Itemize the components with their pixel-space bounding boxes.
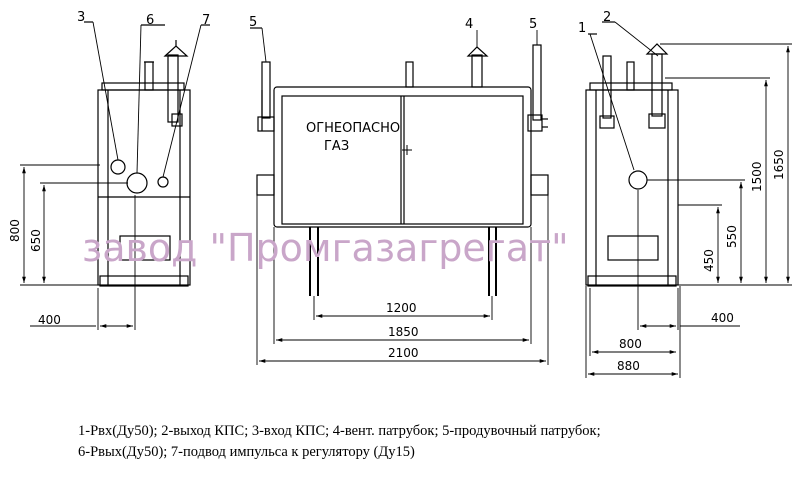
dim-650: 650 <box>29 229 43 252</box>
door-label-line2: ГАЗ <box>324 139 349 154</box>
watermark-text: завод "Промгазагрегат" <box>82 226 569 270</box>
left-dimensions <box>20 164 136 330</box>
dim-1200: 1200 <box>386 301 417 315</box>
left-nozzle <box>256 174 275 196</box>
callout-6: 6 <box>146 13 154 28</box>
legend-caption: 1-Рвх(Ду50); 2-выход КПС; 3-вход КПС; 4-… <box>78 421 778 463</box>
dim-800-right: 800 <box>619 337 642 351</box>
callout-2: 2 <box>603 10 611 25</box>
inlet-kps-port <box>110 159 126 175</box>
impulse-port <box>157 176 169 188</box>
dim-2100: 2100 <box>388 346 419 360</box>
dim-400-left: 400 <box>38 313 61 327</box>
vent-pipe-left <box>167 54 179 123</box>
dim-1500: 1500 <box>750 161 764 192</box>
callout-3: 3 <box>77 10 85 25</box>
dim-550: 550 <box>725 225 739 248</box>
kps-outlet-pipe <box>651 53 663 117</box>
dim-880: 880 <box>617 359 640 373</box>
front-dimensions <box>256 195 549 365</box>
legend-line-2: 6-Рвых(Ду50); 7-подвод импульса к регуля… <box>78 444 415 460</box>
purge-pipe-right <box>532 44 542 121</box>
dim-1650: 1650 <box>772 149 786 180</box>
right-dimensions <box>585 43 792 378</box>
dim-400-right: 400 <box>711 311 734 325</box>
purge-pipe-left <box>261 61 271 119</box>
vent-pipe-front <box>471 54 483 88</box>
right-side-view <box>585 43 679 287</box>
door-label-line1: ОГНЕОПАСНО <box>306 121 400 136</box>
legend-line-1: 1-Рвх(Ду50); 2-выход КПС; 3-вход КПС; 4-… <box>78 423 601 439</box>
left-roof <box>101 82 185 91</box>
cabinet-doors <box>281 95 524 225</box>
callout-4: 4 <box>465 17 473 32</box>
front-cabinet-body <box>273 86 532 228</box>
inlet-p-port <box>628 170 648 190</box>
left-base-window <box>119 235 171 261</box>
callout-1: 1 <box>578 21 586 36</box>
left-side-view <box>97 40 191 287</box>
front-view <box>256 44 549 296</box>
callout-5-left: 5 <box>249 15 257 30</box>
callout-5-right: 5 <box>529 17 537 32</box>
dim-800-left: 800 <box>8 219 22 242</box>
dim-450: 450 <box>702 249 716 272</box>
outlet-p-port <box>126 172 148 194</box>
callout-7: 7 <box>202 13 210 28</box>
dim-1850: 1850 <box>388 325 419 339</box>
right-nozzle <box>530 174 549 196</box>
